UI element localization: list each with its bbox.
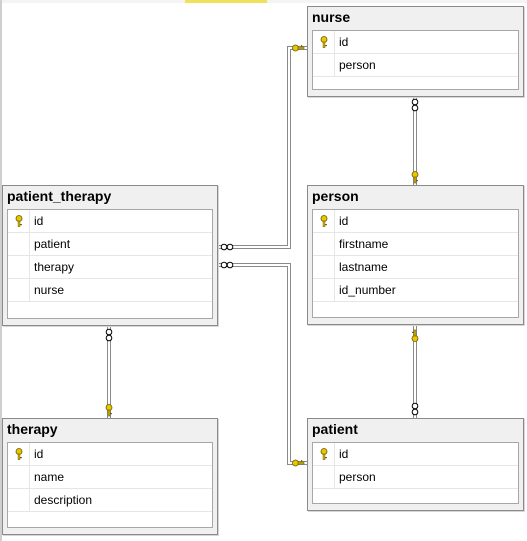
column-name: id xyxy=(339,214,349,228)
key-end-icon xyxy=(292,44,305,52)
column-grid: id person xyxy=(312,442,519,504)
column-name: nurse xyxy=(34,283,65,297)
infinity-end-icon xyxy=(220,261,234,269)
column-name: person xyxy=(339,58,376,72)
key-end-icon xyxy=(292,459,305,467)
rel-patient-therapy-nurse[interactable] xyxy=(218,44,307,251)
row-selector xyxy=(8,489,30,511)
column-row[interactable]: id xyxy=(8,210,212,233)
primary-key-icon xyxy=(8,443,30,465)
table-person[interactable]: person id firstname lastname id_number xyxy=(307,185,524,325)
column-row[interactable]: firstname xyxy=(313,233,518,256)
primary-key-icon xyxy=(8,210,30,232)
column-row[interactable]: id xyxy=(313,210,518,233)
left-edge xyxy=(0,0,2,541)
rel-nurse-person[interactable] xyxy=(411,97,419,185)
table-title: patient xyxy=(312,421,358,437)
column-name: id xyxy=(339,35,349,49)
row-selector xyxy=(313,256,335,278)
table-therapy[interactable]: therapy id name description xyxy=(2,418,218,535)
table-patient[interactable]: patient id person xyxy=(307,418,524,511)
column-name: therapy xyxy=(34,260,75,274)
table-title: patient_therapy xyxy=(7,188,112,204)
table-patient-therapy[interactable]: patient_therapy id patient therapy nurse xyxy=(2,185,218,326)
row-selector xyxy=(313,466,335,488)
primary-key-icon xyxy=(313,31,335,53)
column-row[interactable]: patient xyxy=(8,233,212,256)
column-grid: id patient therapy nurse xyxy=(7,209,213,319)
column-row[interactable]: id xyxy=(313,31,518,54)
column-row[interactable]: therapy xyxy=(8,256,212,279)
column-name: id xyxy=(339,447,349,461)
column-row[interactable]: name xyxy=(8,466,212,489)
column-name: id xyxy=(34,447,44,461)
top-highlight xyxy=(185,0,267,3)
key-end-icon xyxy=(411,329,419,342)
column-name: firstname xyxy=(339,237,389,251)
column-row[interactable]: nurse xyxy=(8,279,212,302)
rel-patient-therapy-therapy[interactable] xyxy=(105,326,113,418)
row-selector xyxy=(313,279,335,301)
top-strip xyxy=(0,0,527,3)
column-grid: id person xyxy=(312,30,519,90)
column-row[interactable]: id xyxy=(8,443,212,466)
column-name: patient xyxy=(34,237,71,251)
column-name: id_number xyxy=(339,283,396,297)
row-selector xyxy=(8,233,30,255)
column-row[interactable]: id_number xyxy=(313,279,518,302)
column-name: id xyxy=(34,214,44,228)
column-row[interactable]: description xyxy=(8,489,212,512)
table-title: person xyxy=(312,188,359,204)
primary-key-icon xyxy=(313,443,335,465)
column-grid: id firstname lastname id_number xyxy=(312,209,519,318)
table-title: nurse xyxy=(312,9,351,25)
key-end-icon xyxy=(411,171,419,184)
column-name: name xyxy=(34,470,65,484)
rel-patient-person[interactable] xyxy=(411,325,419,418)
column-name: person xyxy=(339,470,376,484)
row-selector xyxy=(8,466,30,488)
key-end-icon xyxy=(105,404,113,417)
infinity-end-icon xyxy=(411,402,419,416)
infinity-end-icon xyxy=(220,243,234,251)
row-selector xyxy=(8,279,30,301)
column-row[interactable]: person xyxy=(313,466,518,489)
row-selector xyxy=(313,54,335,76)
column-row[interactable]: person xyxy=(313,54,518,77)
column-name: description xyxy=(34,493,93,507)
infinity-end-icon xyxy=(411,98,419,112)
table-title: therapy xyxy=(7,421,58,437)
table-nurse[interactable]: nurse id person xyxy=(307,6,524,97)
row-selector xyxy=(313,233,335,255)
column-row[interactable]: id xyxy=(313,443,518,466)
column-grid: id name description xyxy=(7,442,213,528)
rel-patient-therapy-patient[interactable] xyxy=(218,261,307,467)
row-selector xyxy=(8,256,30,278)
column-name: lastname xyxy=(339,260,388,274)
primary-key-icon xyxy=(313,210,335,232)
column-row[interactable]: lastname xyxy=(313,256,518,279)
infinity-end-icon xyxy=(105,328,113,342)
